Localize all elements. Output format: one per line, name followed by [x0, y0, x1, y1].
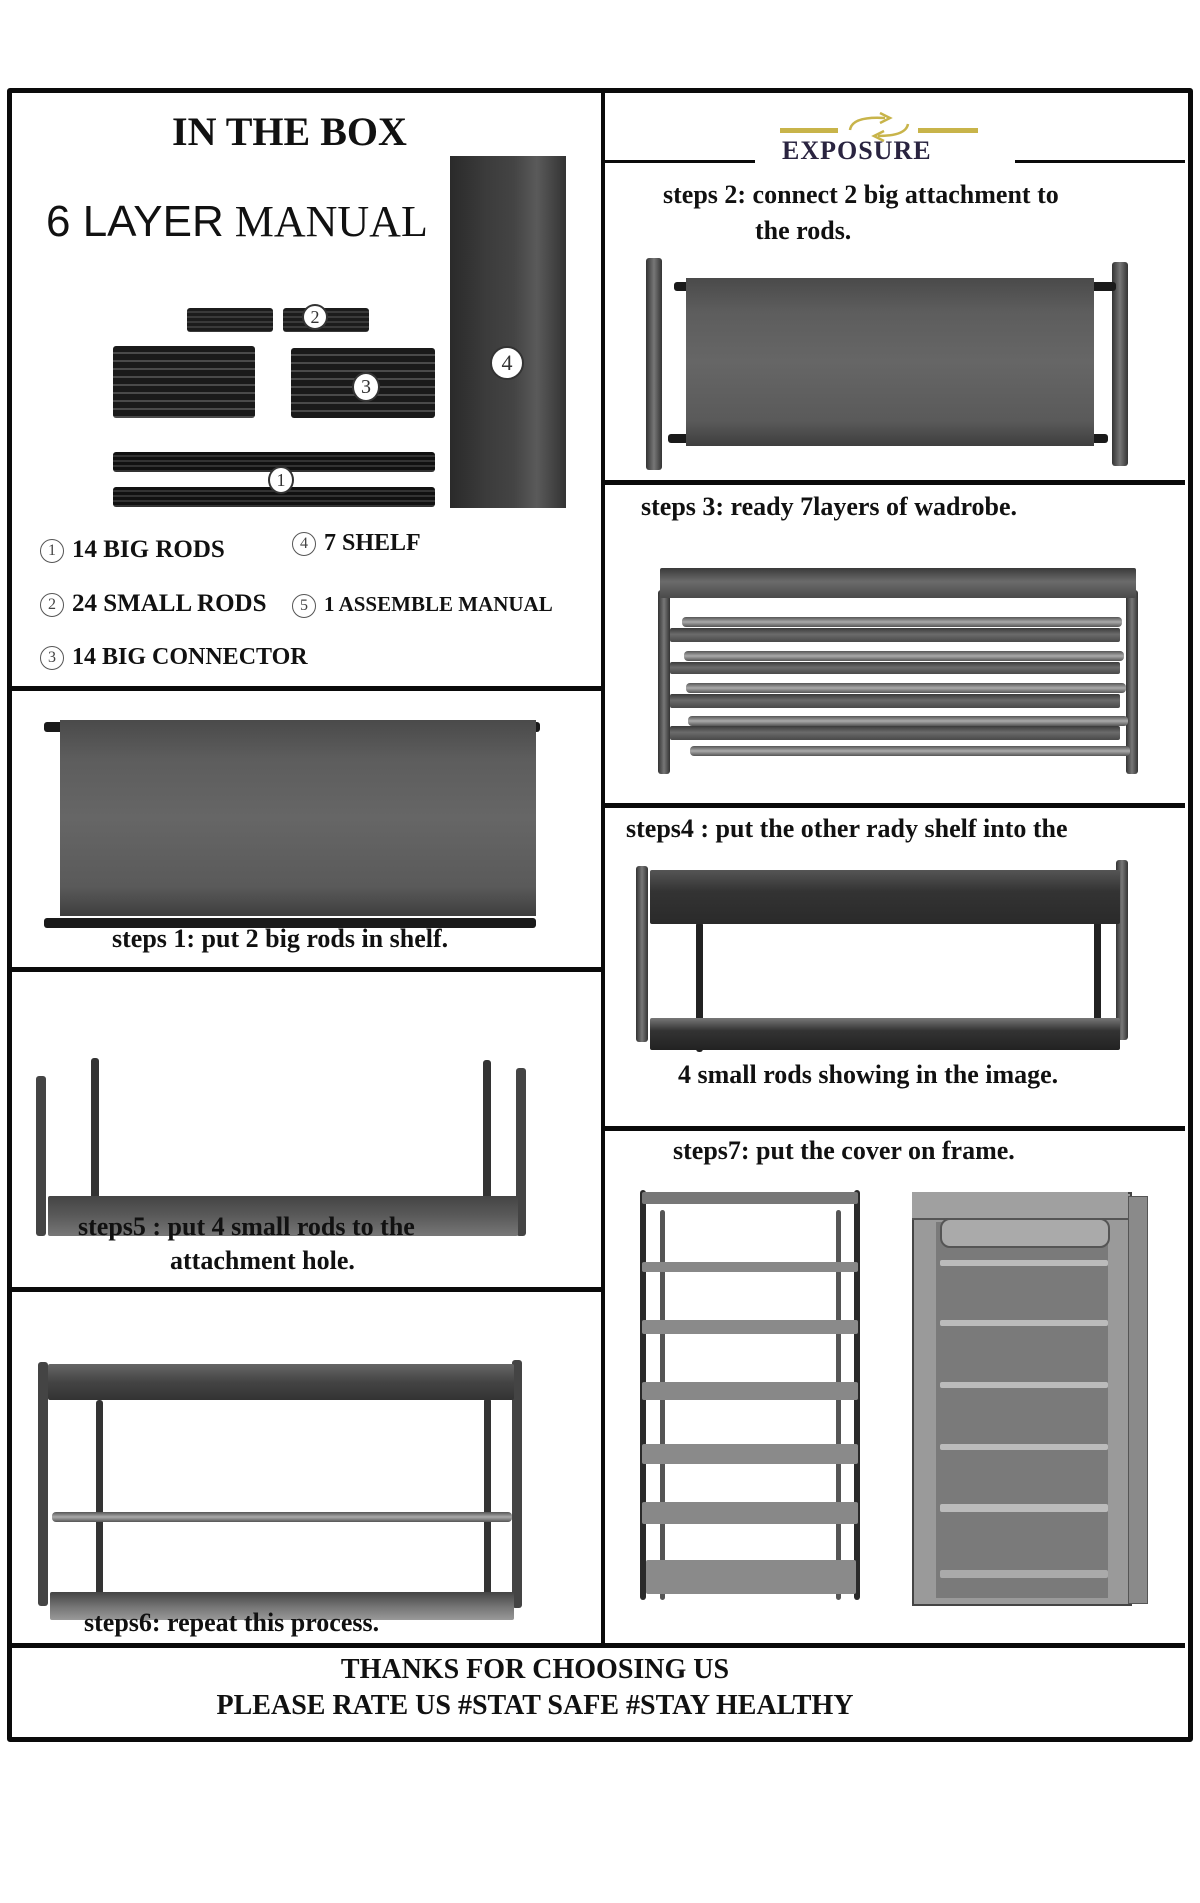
divider-step2 — [605, 480, 1185, 485]
divider-logo-left — [605, 160, 755, 163]
part-label-2: 2 — [302, 304, 328, 330]
footer-rate-us: PLEASE RATE US #STAT SAFE #STAY HEALTHY — [216, 1690, 854, 1721]
part-item-1: 1 14 BIG RODS — [40, 536, 225, 564]
exchange-arrows-icon — [780, 111, 978, 142]
divider-step3 — [605, 803, 1185, 808]
part-label-4: 4 — [490, 346, 524, 380]
step-7-caption: steps7: put the cover on frame. — [673, 1136, 1015, 1165]
part-label: 14 BIG CONNECTOR — [72, 644, 308, 670]
part-label-1: 1 — [268, 466, 294, 494]
step-5-caption-line2: attachment hole. — [170, 1246, 355, 1275]
part-item-5: 5 1 ASSEMBLE MANUAL — [292, 592, 553, 619]
part-number-badge: 2 — [40, 593, 64, 618]
step-1-caption: steps 1: put 2 big rods in shelf. — [112, 924, 449, 953]
step-4-caption-line2: 4 small rods showing in the image. — [678, 1060, 1059, 1089]
part-item-2: 2 24 SMALL RODS — [40, 590, 266, 618]
part-label: 24 SMALL RODS — [72, 590, 267, 617]
part-number-badge: 5 — [292, 594, 316, 619]
divider-step5 — [12, 1287, 602, 1292]
column-divider — [601, 92, 605, 1645]
logo-text: EXPOSURE — [782, 136, 932, 165]
part-number-badge: 3 — [40, 646, 64, 671]
footer-thanks: THANKS FOR CHOOSING US — [340, 1654, 730, 1685]
manual-title: 6 LAYER MANUAL — [46, 196, 428, 247]
divider-footer — [12, 1643, 1185, 1648]
manual-frame — [7, 88, 1193, 1742]
divider-logo-right — [1015, 160, 1185, 163]
step-6-caption: steps6: repeat this process. — [84, 1608, 380, 1637]
divider-in-box — [12, 686, 602, 691]
divider-step1 — [12, 967, 602, 972]
part-label: 1 ASSEMBLE MANUAL — [324, 592, 553, 616]
part-item-3: 3 14 BIG CONNECTOR — [40, 644, 308, 671]
part-item-4: 4 7 SHELF — [292, 530, 421, 557]
part-number-badge: 1 — [40, 539, 64, 564]
step-3-caption: steps 3: ready 7layers of wadrobe. — [641, 492, 1018, 521]
manual-title-number: 6 LAYER — [46, 197, 224, 246]
step-2-caption-line2: the rods. — [755, 216, 852, 245]
part-number-badge: 4 — [292, 532, 316, 557]
step-2-caption-line1: steps 2: connect 2 big attachment to — [663, 180, 1059, 209]
step-4-caption-line1: steps4 : put the other rady shelf into t… — [626, 814, 1068, 843]
in-the-box-title: IN THE BOX — [172, 109, 407, 154]
manual-title-word: MANUAL — [234, 197, 428, 246]
part-label-3: 3 — [352, 372, 380, 402]
divider-step4 — [605, 1126, 1185, 1131]
part-label: 7 SHELF — [324, 530, 421, 556]
step-5-caption-line1: steps5 : put 4 small rods to the — [78, 1212, 415, 1241]
part-label: 14 BIG RODS — [72, 536, 225, 563]
